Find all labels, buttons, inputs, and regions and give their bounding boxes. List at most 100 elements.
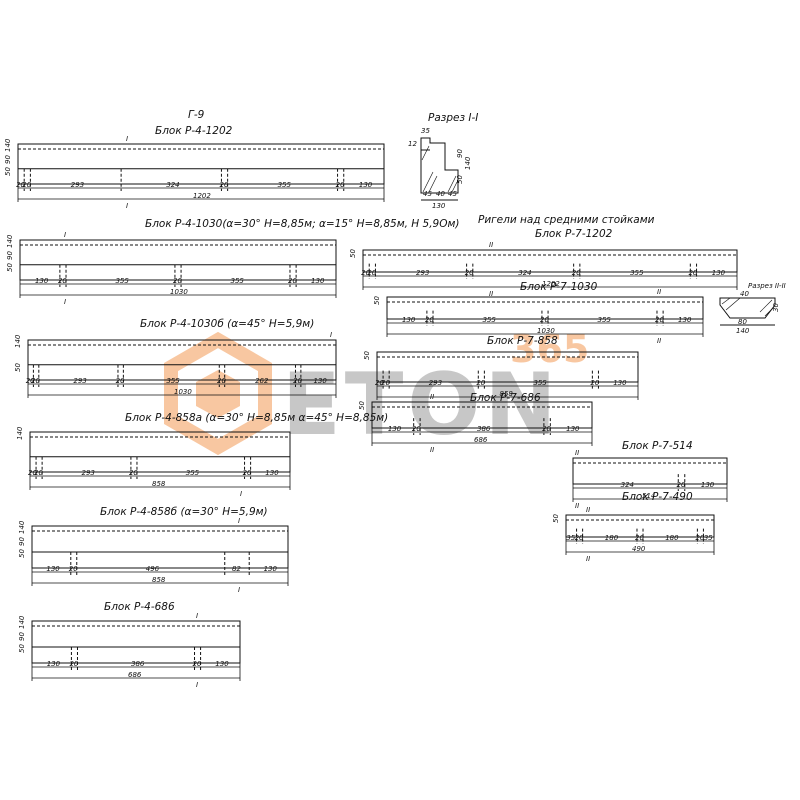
block-title: Блок Р-4-858б (α=30° H=5,9м) bbox=[100, 506, 268, 518]
block-segment-dim: 355 bbox=[231, 277, 245, 285]
block-title: Блок Р-7-514 bbox=[622, 440, 693, 452]
block-list: Блок Р-4-1202 140 90 50 20 20 293 324 20 355 20 130… bbox=[4, 125, 738, 689]
block-title: Блок Р-4-1030(α=30° H=8,85м; α=15° H=8,8… bbox=[145, 218, 460, 230]
block-segment-dim: 20 bbox=[28, 469, 37, 477]
block-segment-dim: 20 bbox=[476, 379, 485, 387]
section-mark-bottom: II bbox=[657, 337, 661, 345]
block-segment-dim: 386 bbox=[477, 425, 491, 433]
block-outline bbox=[386, 296, 704, 320]
block-segment-dim: 20 bbox=[542, 425, 551, 433]
block-height-dim: 50 bbox=[14, 363, 22, 372]
block-segment-dim: 130 bbox=[46, 565, 60, 573]
block-segment-dim: 180 bbox=[605, 534, 619, 542]
block-total-dim: 490 bbox=[632, 545, 646, 553]
block-height-dim: 50 bbox=[373, 296, 381, 305]
block-outline bbox=[376, 351, 639, 383]
section2-dim-140: 140 bbox=[736, 327, 750, 335]
block-total-dim: 1030 bbox=[170, 288, 188, 296]
block-segment-dim: 35 bbox=[704, 534, 713, 542]
section1-dim-50: 50 bbox=[456, 175, 464, 184]
block-segment-dim: 355 bbox=[598, 316, 612, 324]
block-segment-dim: 20 bbox=[243, 469, 252, 477]
section-mark-bottom: II bbox=[489, 290, 493, 298]
block-segment-dim: 293 bbox=[429, 379, 442, 387]
block-outline bbox=[31, 525, 289, 569]
block-segment-dim: 355 bbox=[186, 469, 200, 477]
block-segment-dim: 130 bbox=[701, 481, 715, 489]
section-mark-top: II bbox=[575, 449, 579, 457]
block-segment-dim: 130 bbox=[311, 277, 325, 285]
block-segment-dim: 293 bbox=[71, 181, 84, 189]
block-total-dim: 514 bbox=[642, 492, 655, 500]
watermark-logo-icon bbox=[164, 331, 272, 456]
block-segment-dim: 20 bbox=[288, 277, 297, 285]
block-segment-dim: 293 bbox=[416, 269, 429, 277]
block-title: Блок Р-7-1202 bbox=[535, 228, 613, 240]
block-total-dim: 1030 bbox=[174, 388, 192, 396]
section-mark-bottom: I bbox=[196, 681, 198, 689]
block-segment-dim: 20 bbox=[26, 377, 35, 385]
block-height-dim: 50 bbox=[349, 249, 357, 258]
section1-dim-45b: 45 bbox=[448, 190, 457, 198]
block-segment-dim: 324 bbox=[621, 481, 634, 489]
section-mark-top: II bbox=[586, 506, 590, 514]
section2-dim-30: 30 bbox=[772, 303, 780, 312]
block-segment-dim: 130 bbox=[215, 660, 229, 668]
block-segment-dim: 20 bbox=[367, 269, 376, 277]
block-title: Блок Р-4-858а (α=30° H=8,85м α=45° H=8,8… bbox=[125, 412, 388, 424]
block-segment-dim: 293 bbox=[73, 377, 86, 385]
block-segment-dim: 262 bbox=[255, 377, 269, 385]
block-segment-dim: 130 bbox=[402, 316, 416, 324]
section-mark-top: II bbox=[430, 393, 434, 401]
block-segment-dim: 20 bbox=[590, 379, 599, 387]
block-segment-dim: 20 bbox=[677, 481, 686, 489]
block-segment-dim: 20 bbox=[465, 269, 474, 277]
block-segment-dim: 324 bbox=[166, 181, 179, 189]
block-segment-dim: 355 bbox=[278, 181, 292, 189]
section-mark-bottom: I bbox=[64, 298, 66, 306]
block-segment-dim: 130 bbox=[678, 316, 692, 324]
block-segment-dim: 20 bbox=[22, 181, 31, 189]
watermark-word: ETON bbox=[282, 355, 561, 455]
block-height-dim: 90 bbox=[6, 251, 14, 260]
block-segment-dim: 130 bbox=[47, 660, 61, 668]
block-total-dim: 1030 bbox=[537, 327, 555, 335]
block-height-dim: 90 bbox=[18, 537, 26, 546]
block-title: Блок Р-7-686 bbox=[470, 392, 541, 404]
section2-dim-80: 80 bbox=[738, 318, 747, 326]
block-title: Блок Р-4-1202 bbox=[155, 125, 233, 137]
block-segment-dim: 20 bbox=[116, 377, 125, 385]
block-segment-dim: 20 bbox=[293, 377, 302, 385]
block-total-dim: 1202 bbox=[542, 280, 560, 288]
block-height-dim: 140 bbox=[4, 138, 12, 152]
section1-dim-140: 140 bbox=[464, 156, 472, 170]
block-b4: Блок Р-4-858а (α=30° H=8,85м α=45° H=8,8… bbox=[16, 412, 388, 498]
block-title: Блок Р-7-1030 bbox=[520, 281, 598, 293]
section2-dim-40: 40 bbox=[740, 290, 749, 298]
block-outline bbox=[17, 143, 385, 185]
block-height-dim: 50 bbox=[358, 401, 366, 410]
section-mark-bottom: I bbox=[240, 490, 242, 498]
block-height-dim: 50 bbox=[363, 351, 371, 360]
block-segment-dim: 20 bbox=[381, 379, 390, 387]
block-segment-dim: 20 bbox=[412, 425, 421, 433]
block-segment-dim: 130 bbox=[265, 469, 279, 477]
block-total-dim: 858 bbox=[152, 576, 166, 584]
section1-dim-12: 12 bbox=[408, 140, 417, 148]
block-height-dim: 50 bbox=[18, 644, 26, 653]
block-outline bbox=[572, 457, 728, 485]
block-height-dim: 50 bbox=[6, 263, 14, 272]
block-segment-dim: 20 bbox=[58, 277, 67, 285]
block-height-dim: 50 bbox=[552, 514, 560, 523]
block-title: Блок Р-7-490 bbox=[622, 491, 693, 503]
block-height-dim: 140 bbox=[18, 615, 26, 629]
block-segment-dim: 20 bbox=[193, 660, 202, 668]
block-segment-dim: 20 bbox=[69, 565, 78, 573]
section1-dim-130: 130 bbox=[432, 202, 446, 210]
block-segment-dim: 130 bbox=[35, 277, 49, 285]
block-segment-dim: 20 bbox=[575, 534, 584, 542]
